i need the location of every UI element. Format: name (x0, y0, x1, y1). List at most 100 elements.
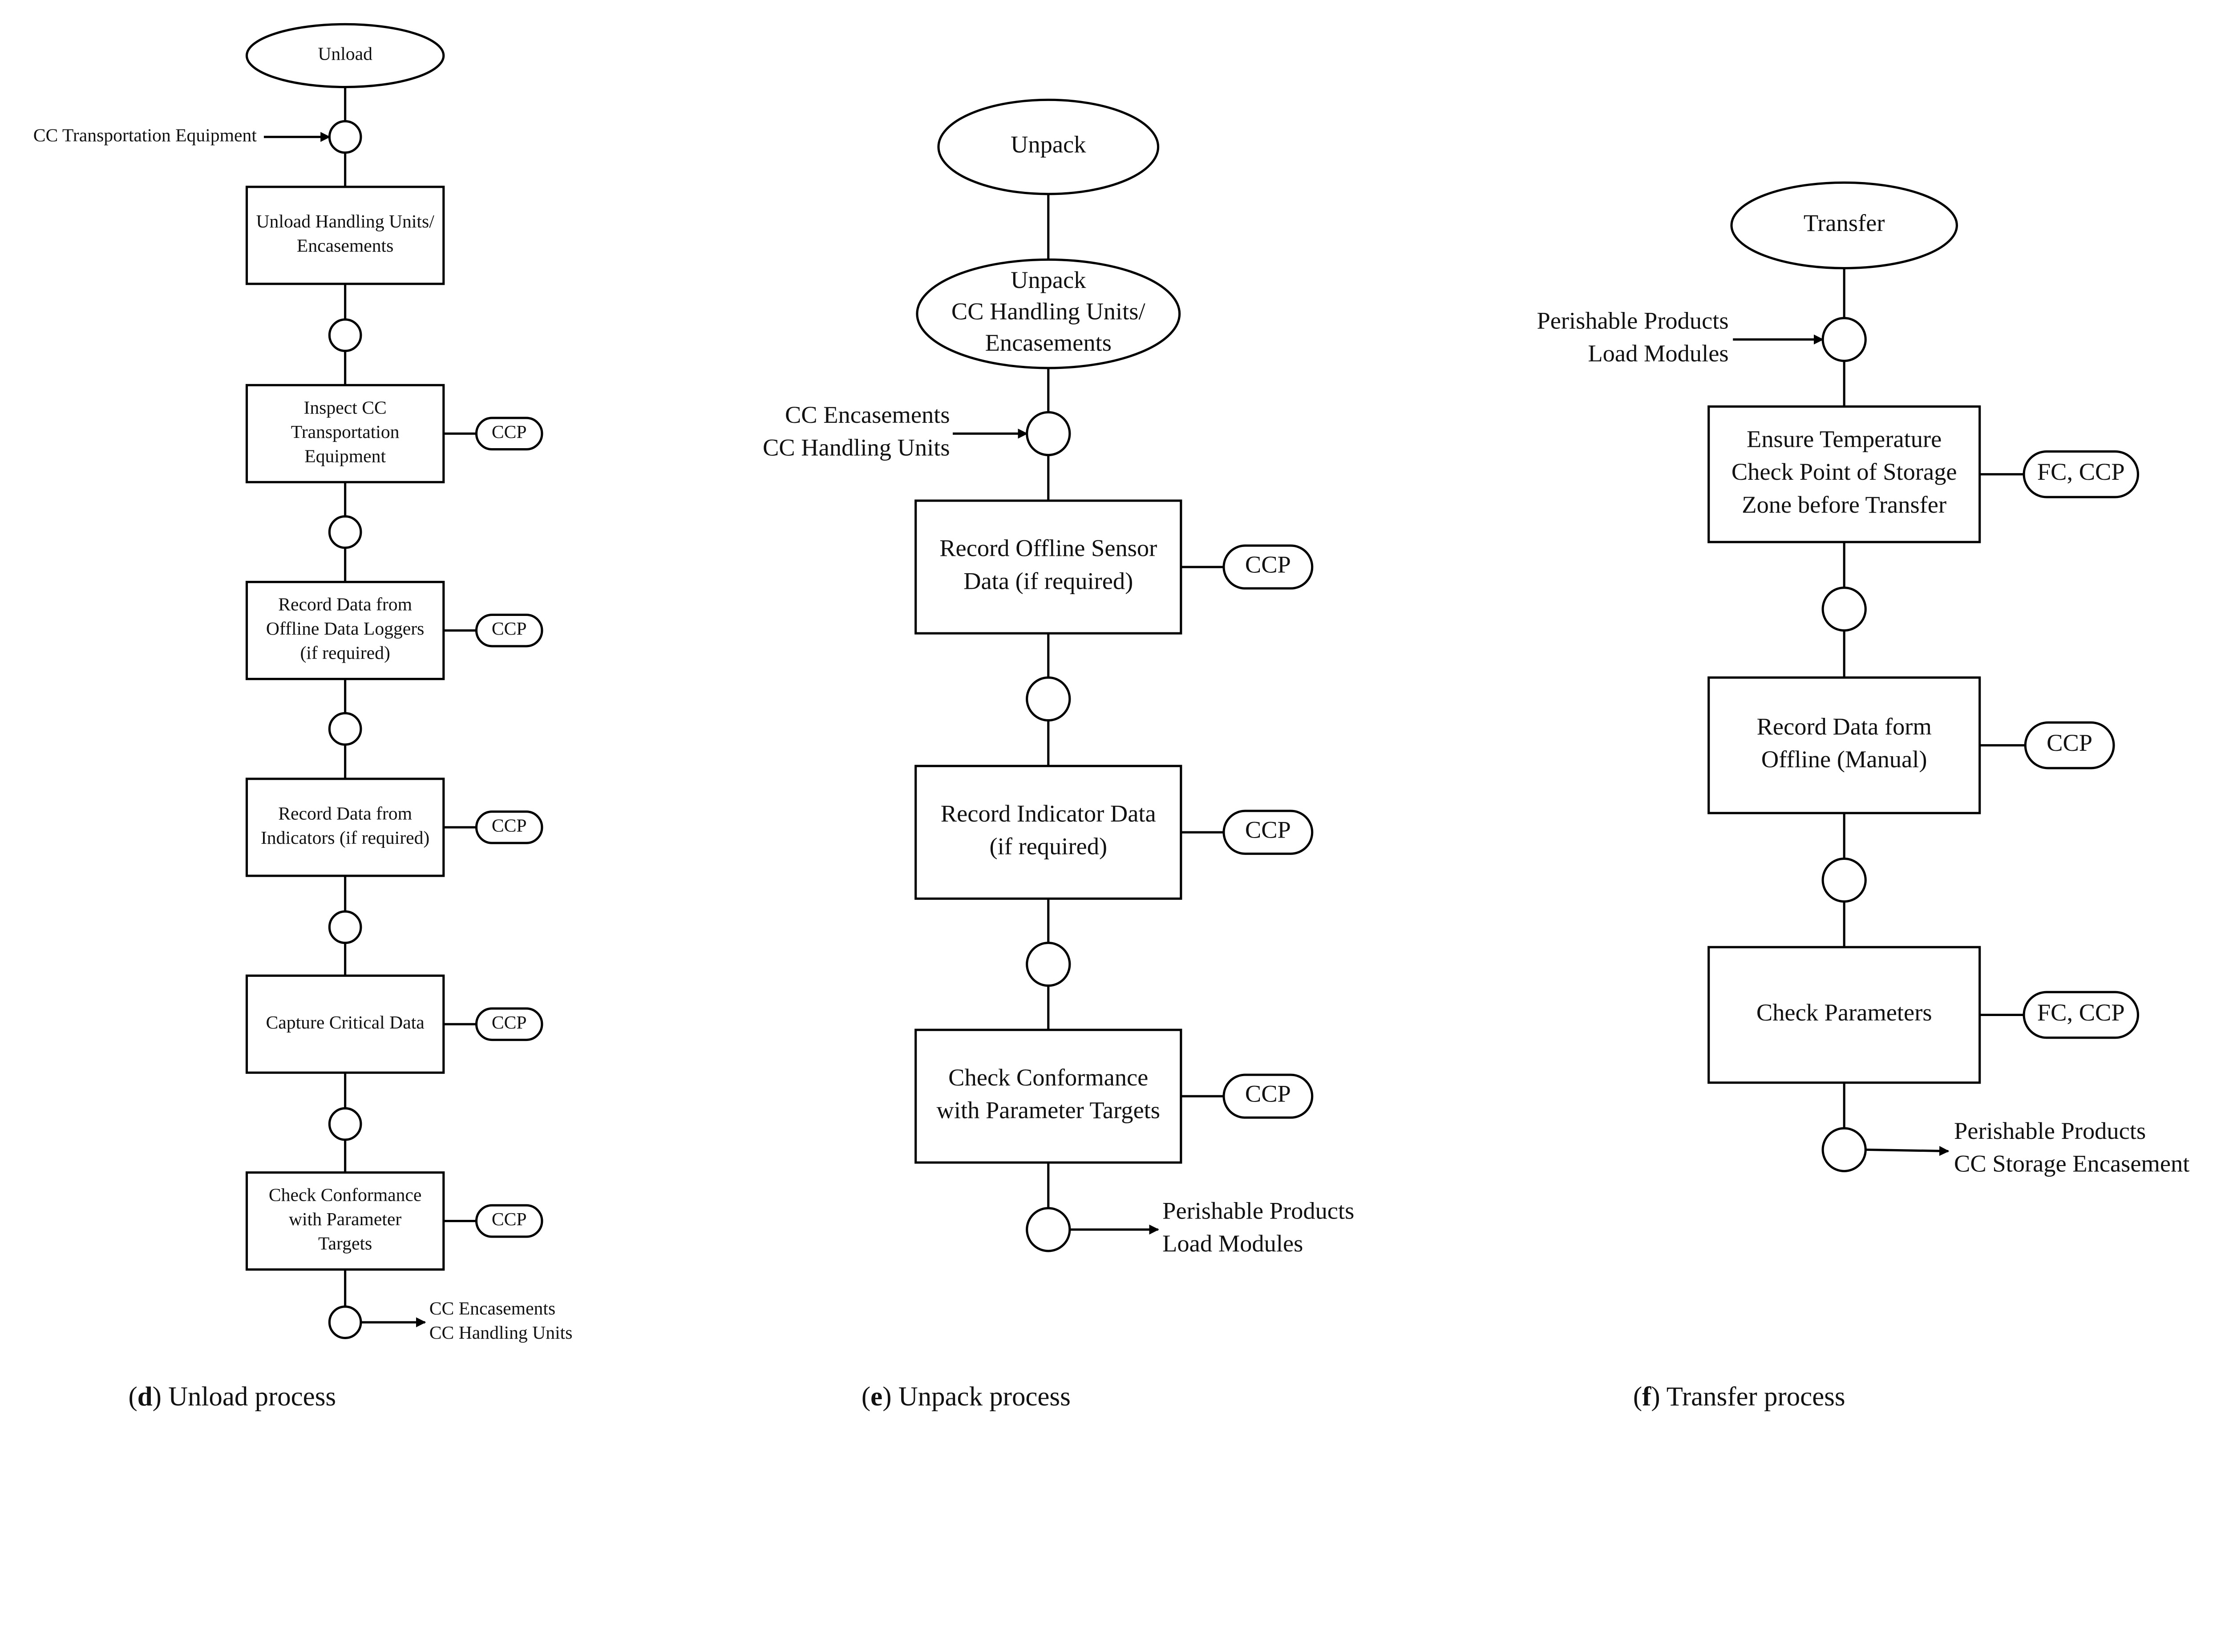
step-rect (245, 1171, 445, 1271)
control-point-tag: CCP (475, 1007, 543, 1041)
control-point-tag: CCP (475, 810, 543, 844)
process-step-box: Check Conformance with Parameter Targets C… (914, 1028, 1314, 1164)
tag-pill (1222, 810, 1314, 855)
caption-text: Unload process (162, 1382, 336, 1412)
caption-letter: d (138, 1382, 153, 1412)
ellipse-label: CC Handling Units/ (951, 298, 1146, 325)
step-label: Check Conformance (948, 1064, 1148, 1091)
tag-label: CCP (1245, 1080, 1291, 1107)
tag-pill (2024, 721, 2115, 769)
panel-caption: (d) Unload process (128, 1382, 336, 1412)
tag-pill (475, 613, 543, 648)
output-junction-circle (1821, 1127, 1867, 1172)
step-rect (914, 1028, 1182, 1164)
step-label: Record Indicator Data (941, 800, 1156, 827)
ellipse-label: Unpack (1011, 266, 1086, 293)
output-arrow (1865, 1146, 1950, 1156)
control-point-tag: CCP (1222, 544, 1314, 590)
junction-circle (1821, 586, 1867, 632)
step-label: (if required) (300, 643, 390, 664)
tag-pill (2023, 450, 2140, 498)
input-label: CC Transportation Equipment (33, 125, 257, 146)
tag-label: FC, CCP (2037, 999, 2125, 1026)
tag-label: CCP (1245, 551, 1291, 578)
tag-pill (475, 417, 543, 451)
input-label: Load Modules (1588, 340, 1728, 367)
output-label: CC Storage Encasement (1954, 1150, 2189, 1177)
caption-paren: ( (862, 1382, 870, 1412)
process-step-box: Check Parameters FC, CCP (1707, 946, 2140, 1084)
tag-label: CCP (492, 619, 527, 639)
control-point-tag: CCP (475, 613, 543, 648)
junction-circle (328, 712, 362, 746)
tag-label: CCP (1245, 816, 1291, 843)
output-junction-circle (1026, 1207, 1071, 1252)
tag-pill (2023, 991, 2140, 1039)
step-label: with Parameter Targets (937, 1096, 1160, 1123)
input-label: CC Handling Units (763, 434, 950, 461)
start-label: Transfer (1804, 209, 1885, 236)
input-junction-circle (328, 120, 362, 154)
step-rect (1707, 676, 1981, 814)
step-label: Check Point of Storage (1731, 458, 1957, 485)
step-label: Encasements (297, 236, 393, 256)
tag-pill (475, 810, 543, 844)
input-junction-circle (1821, 317, 1867, 362)
step-label: Record Data from (278, 803, 412, 824)
step-rect (914, 499, 1182, 635)
junction-circle (1026, 676, 1071, 722)
step-label: Transportation (291, 422, 400, 442)
start-terminal: Unload (245, 23, 445, 89)
junction-circle (328, 318, 362, 352)
output-label: CC Encasements (429, 1298, 555, 1319)
junction-circle (1026, 942, 1071, 987)
tag-label: CCP (492, 1209, 527, 1230)
junction-circle (328, 1107, 362, 1141)
step-label: Inspect CC (303, 397, 386, 418)
start-terminal: Transfer (1730, 181, 1958, 270)
panel-caption: (f) Transfer process (1633, 1382, 1845, 1412)
control-point-tag: CCP (2024, 721, 2115, 769)
control-point-tag: CCP (1222, 810, 1314, 855)
junction-circle (328, 910, 362, 944)
step-label: Indicators (if required) (261, 828, 429, 848)
start-label: Unload (318, 44, 372, 65)
start-terminal: Unpack (937, 98, 1160, 195)
caption-text: Unpack process (891, 1382, 1070, 1412)
caption-letter: f (1642, 1382, 1651, 1412)
panel-d-unload-process: Unload CC Transportation EquipmentUnload … (33, 23, 572, 1412)
tag-label: CCP (492, 1012, 527, 1033)
step-rect (914, 765, 1182, 900)
output-label: Perishable Products (1162, 1197, 1354, 1224)
caption-paren: ) (1651, 1382, 1660, 1412)
step-label: Offline Data Loggers (266, 619, 425, 639)
caption-paren: ) (153, 1382, 162, 1412)
tag-label: CCP (492, 816, 527, 836)
output-label: Load Modules (1162, 1230, 1303, 1257)
caption-paren: ( (128, 1382, 137, 1412)
process-step-box: Unload Handling Units/Encasements (245, 186, 445, 285)
step-label: Data (if required) (963, 567, 1133, 594)
process-step-box: Record Indicator Data(if required)CCP (914, 765, 1314, 900)
step-label: with Parameter (289, 1209, 401, 1230)
input-junction-circle (1026, 411, 1071, 456)
step-label: Check Parameters (1756, 999, 1932, 1026)
caption-paren: ( (1633, 1382, 1642, 1412)
tag-pill (475, 1007, 543, 1041)
tag-pill (1222, 1073, 1314, 1119)
step-rect (1707, 946, 1981, 1084)
junction-circle (1821, 857, 1867, 903)
step-label: Unload Handling Units/ (256, 211, 434, 232)
control-point-tag: CCP (475, 1204, 543, 1238)
control-point-tag: FC, CCP (2023, 450, 2140, 498)
output-label: Perishable Products (1954, 1117, 2146, 1144)
